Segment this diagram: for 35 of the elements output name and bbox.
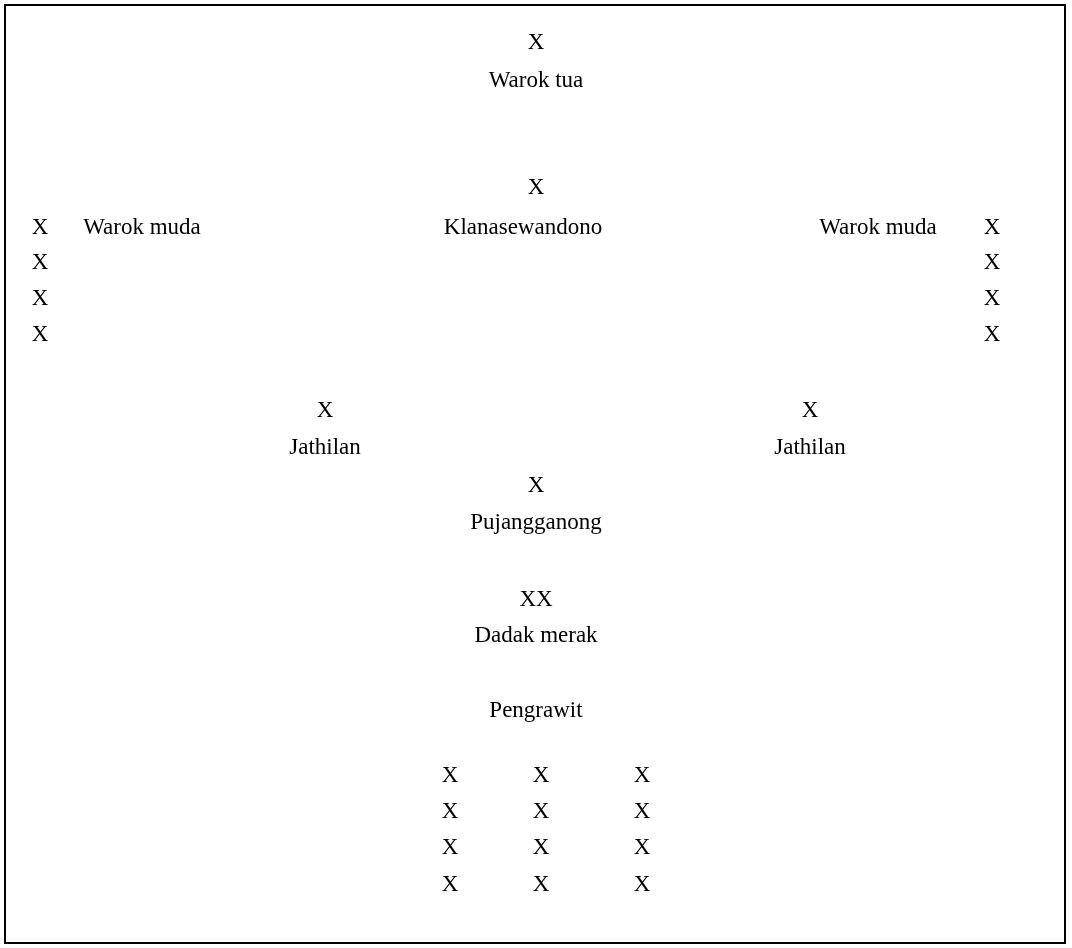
position-mark: X — [532, 871, 550, 897]
position-mark: X — [532, 762, 550, 788]
position-mark: X — [527, 174, 545, 200]
position-mark: XX — [519, 586, 553, 612]
position-mark: X — [441, 871, 459, 897]
position-mark: X — [983, 285, 1001, 311]
position-mark: X — [527, 29, 545, 55]
role-label: Klanasewandono — [443, 214, 603, 240]
role-label: Dadak merak — [474, 622, 598, 648]
position-mark: X — [441, 834, 459, 860]
role-label: Jathilan — [774, 434, 846, 460]
position-mark: X — [633, 834, 651, 860]
position-mark: X — [633, 762, 651, 788]
position-mark: X — [441, 798, 459, 824]
position-mark: X — [441, 762, 459, 788]
position-mark: X — [316, 397, 334, 423]
position-mark: X — [31, 249, 49, 275]
position-mark: X — [31, 285, 49, 311]
position-mark: X — [983, 214, 1001, 240]
position-mark: X — [532, 798, 550, 824]
role-label: Warok muda — [83, 214, 201, 240]
role-label: Pujangganong — [470, 509, 602, 535]
position-mark: X — [31, 214, 49, 240]
position-mark: X — [31, 321, 49, 347]
role-label: Warok tua — [488, 67, 584, 93]
position-mark: X — [633, 871, 651, 897]
position-mark: X — [633, 798, 651, 824]
position-mark: X — [532, 834, 550, 860]
role-label: Warok muda — [819, 214, 937, 240]
role-label: Jathilan — [289, 434, 361, 460]
position-mark: X — [983, 321, 1001, 347]
role-label: Pengrawit — [489, 697, 583, 723]
position-mark: X — [801, 397, 819, 423]
position-mark: X — [983, 249, 1001, 275]
position-mark: X — [527, 472, 545, 498]
